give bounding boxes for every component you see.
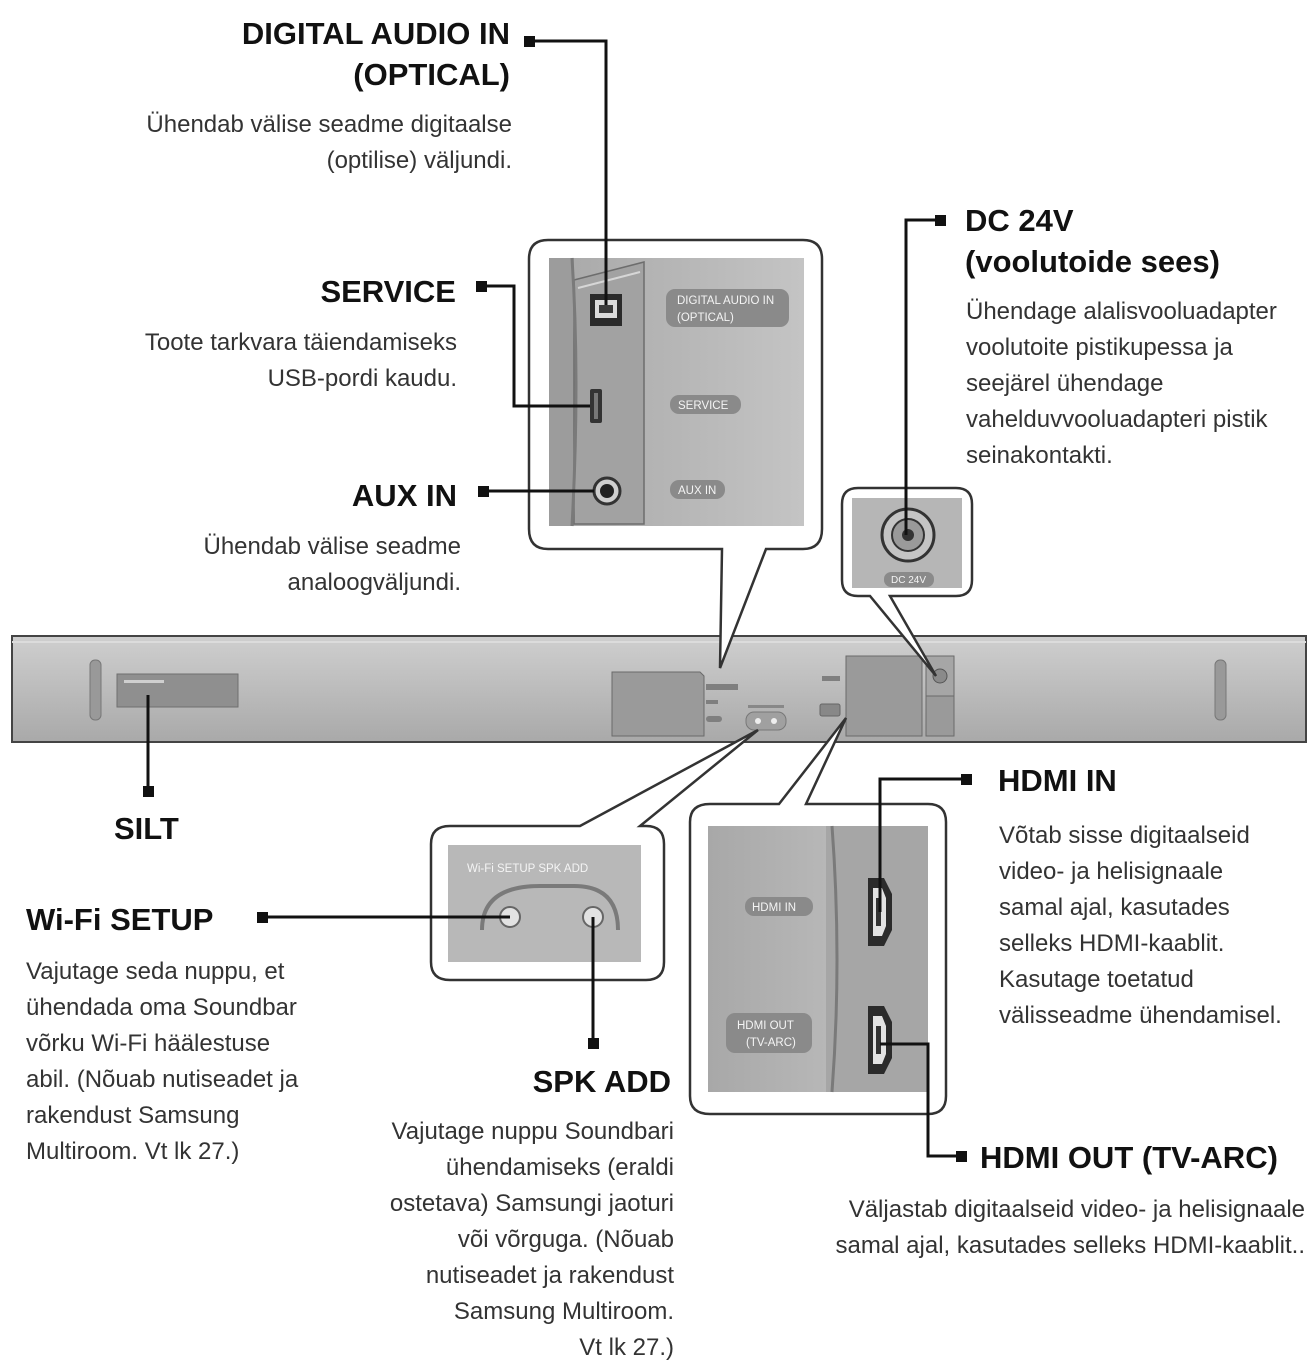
usb-service-port <box>590 389 602 423</box>
top-port-panel: DIGITAL AUDIO IN (OPTICAL) SERVICE AUX I… <box>527 238 824 669</box>
wifi-spk-panel: Wi-Fi SETUP SPK ADD <box>429 728 759 982</box>
hdmi-out-desc: Väljastab digitaalseid video- ja helisig… <box>835 1196 1305 1259</box>
spk-add-desc: Vajutage nuppu Soundbari ühendamiseks (e… <box>389 1118 674 1361</box>
panel-label-hdmi-out-line1: HDMI OUT <box>737 1020 794 1032</box>
silt-title: SILT <box>114 811 179 846</box>
digital-audio-in-desc: Ühendab välise seadme digitaalse (optili… <box>146 111 512 174</box>
panel-label-hdmi-in: HDMI IN <box>752 902 796 914</box>
hdmi-in-desc: Võtab sisse digitaalseid video- ja helis… <box>999 822 1282 1029</box>
hdmi-out-port <box>868 1006 892 1074</box>
digital-audio-in-title: DIGITAL AUDIO IN (OPTICAL) <box>241 16 510 92</box>
left-grip <box>89 659 102 721</box>
spk-add-title: SPK ADD <box>532 1064 671 1099</box>
wifi-setup-title: Wi-Fi SETUP <box>26 902 214 937</box>
bar-wifi-spk-buttons <box>745 711 787 731</box>
dc-power-port <box>880 507 936 563</box>
dc-24v-title: DC 24V (voolutoide sees) <box>965 203 1220 279</box>
hdmi-panel: HDMI IN HDMI OUT (TV-ARC) <box>688 717 948 1116</box>
panel-label-wifi-spk: Wi-Fi SETUP SPK ADD <box>467 863 588 875</box>
aux-port <box>592 476 622 506</box>
panel-label-optical-line1: DIGITAL AUDIO IN <box>677 295 774 307</box>
wifi-setup-desc: Vajutage seda nuppu, et ühendada oma Sou… <box>26 958 299 1165</box>
hdmi-out-title: HDMI OUT (TV-ARC) <box>980 1140 1278 1175</box>
label-plate <box>116 673 239 708</box>
left-connector-housing <box>611 671 705 737</box>
panel-label-hdmi-out-line2: (TV-ARC) <box>746 1037 796 1049</box>
panel-label-aux: AUX IN <box>678 485 716 497</box>
service-title: SERVICE <box>320 274 456 309</box>
aux-in-desc: Ühendab välise seadme analoogväljundi. <box>203 533 462 596</box>
panel-label-optical-line2: (OPTICAL) <box>677 312 734 324</box>
hdmi-in-title: HDMI IN <box>998 763 1117 798</box>
right-connector-housing <box>845 655 923 737</box>
right-grip <box>1214 659 1227 721</box>
soundbar <box>11 635 1307 743</box>
service-desc: Toote tarkvara täiendamiseks USB-pordi k… <box>144 329 457 392</box>
panel-label-dc: DC 24V <box>891 575 926 586</box>
leader-lines <box>143 36 972 1162</box>
aux-in-title: AUX IN <box>351 478 457 513</box>
dc-24v-desc: Ühendage alalisvooluadapter voolutoite p… <box>966 298 1277 469</box>
panel-label-service: SERVICE <box>678 400 729 412</box>
